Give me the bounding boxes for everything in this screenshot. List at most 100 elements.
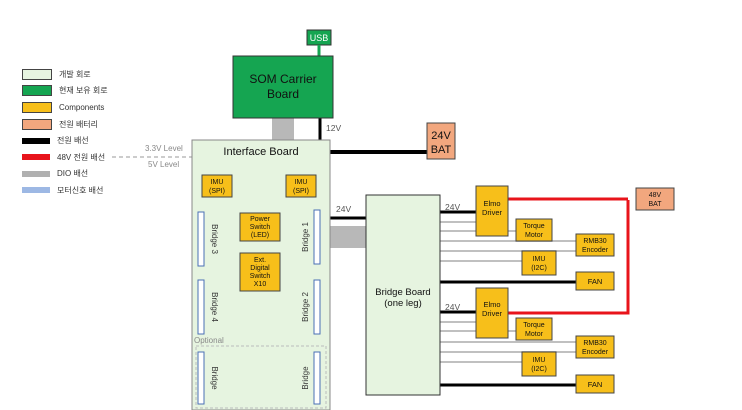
imu-i2c-1-line2: (I2C) bbox=[531, 265, 547, 272]
usb-label: USB bbox=[310, 33, 329, 43]
rmb-1-line1: RMB30 bbox=[583, 238, 606, 245]
rmb-2-line2: Encoder bbox=[582, 349, 609, 356]
legend-item-48v-wire: 48V 전원 배선 bbox=[22, 149, 108, 166]
optional-region bbox=[195, 345, 327, 409]
imu-spi-1-line1: IMU bbox=[211, 179, 224, 186]
bridge-4-label: Bridge 4 bbox=[210, 292, 219, 322]
som-label-line2: Board bbox=[267, 87, 299, 101]
imu-spi-2-line2: (SPI) bbox=[293, 188, 309, 195]
red-48v-wire-bottom bbox=[508, 200, 630, 315]
legend-swatch bbox=[22, 85, 52, 97]
legend-item-dev-circuit: 개발 회로 bbox=[22, 66, 108, 83]
legend-swatch bbox=[22, 170, 50, 177]
ext-digital-switch-box bbox=[239, 252, 281, 292]
bridge-board bbox=[365, 194, 441, 396]
label-24v-elmo-1: 24V bbox=[445, 202, 460, 212]
battery-48v bbox=[635, 187, 675, 211]
legend-item-power-wire: 전원 배선 bbox=[22, 132, 108, 149]
legend-label: 전원 배터리 bbox=[59, 119, 99, 129]
legend-swatch bbox=[22, 101, 52, 113]
legend-label: 현재 보유 회로 bbox=[59, 86, 108, 96]
imu-spi-box-1 bbox=[201, 174, 233, 198]
legend-label: Components bbox=[59, 102, 105, 112]
legend-swatch bbox=[22, 118, 52, 130]
label-24v-elmo-2: 24V bbox=[445, 302, 460, 312]
bridge-board-line2: (one leg) bbox=[384, 298, 422, 309]
bat48-line1: 48V bbox=[649, 192, 662, 199]
legend-item-dio-wire: DIO 배선 bbox=[22, 166, 108, 183]
legend-item-motor-signal-wire: 모터신호 배선 bbox=[22, 182, 108, 199]
bat24-line1: 24V bbox=[431, 130, 451, 142]
fan-2-label: FAN bbox=[588, 380, 603, 389]
bat48-line2: BAT bbox=[648, 201, 662, 208]
bridge-opt-right-label: Bridge bbox=[301, 366, 310, 390]
battery-24v bbox=[426, 122, 456, 160]
rmb-1-line2: Encoder bbox=[582, 247, 609, 254]
imu-i2c-box-2 bbox=[521, 351, 557, 377]
imu-i2c-2-line1: IMU bbox=[533, 357, 546, 364]
elmo-driver-2 bbox=[475, 287, 509, 339]
torque-1-line2: Motor bbox=[525, 232, 544, 239]
legend-swatch bbox=[22, 68, 52, 80]
bridge-4-connector bbox=[197, 279, 205, 335]
bridge-3-connector bbox=[197, 211, 205, 267]
ext-line1: Ext. bbox=[254, 257, 266, 264]
legend-swatch bbox=[22, 154, 50, 161]
imu-i2c-1-line1: IMU bbox=[533, 256, 546, 263]
torque-1-line1: Torque bbox=[523, 223, 545, 230]
fan-box-1 bbox=[575, 271, 615, 291]
bridge-3-label: Bridge 3 bbox=[210, 224, 219, 254]
label-24v-bridge1: 24V bbox=[336, 204, 351, 214]
legend-swatch bbox=[22, 137, 50, 144]
bridge-2-label: Bridge 2 bbox=[301, 292, 310, 322]
legend-item-current-circuit: 현재 보유 회로 bbox=[22, 83, 108, 100]
elmo-driver-1 bbox=[475, 185, 509, 237]
elmo-2-line2: Driver bbox=[482, 309, 503, 318]
dio-wire-som-interface bbox=[272, 118, 294, 140]
bridge-1-connector bbox=[313, 209, 321, 265]
legend-label: 전원 배선 bbox=[57, 136, 89, 146]
legend-swatch bbox=[22, 187, 50, 194]
elmo-1-line2: Driver bbox=[482, 208, 503, 217]
optional-label: Optional bbox=[194, 336, 224, 345]
ext-line2: Digital bbox=[250, 265, 270, 272]
elmo-1-line1: Elmo bbox=[483, 199, 500, 208]
imu-i2c-box-1 bbox=[521, 250, 557, 276]
som-label-line1: SOM Carrier bbox=[249, 72, 316, 86]
level-5v-label: 5V Level bbox=[148, 160, 179, 169]
bridge-opt-left-connector bbox=[197, 351, 205, 405]
som-carrier-board bbox=[232, 55, 334, 119]
bridge-1-label: Bridge 1 bbox=[301, 222, 310, 252]
bridge-opt-left-label: Bridge bbox=[210, 366, 219, 390]
legend-label: 48V 전원 배선 bbox=[57, 152, 106, 162]
bridge-2-connector bbox=[313, 279, 321, 335]
fan-box-2 bbox=[575, 374, 615, 394]
bat24-line2: BAT bbox=[431, 144, 452, 156]
imu-i2c-2-line2: (I2C) bbox=[531, 366, 547, 373]
torque-2-line2: Motor bbox=[525, 331, 544, 338]
legend: 개발 회로 현재 보유 회로 Components 전원 배터리 전원 배선 4… bbox=[22, 66, 108, 199]
legend-item-battery: 전원 배터리 bbox=[22, 116, 108, 133]
power-switch-line2: Switch bbox=[250, 224, 271, 231]
imu-spi-1-line2: (SPI) bbox=[209, 188, 225, 195]
torque-motor-2 bbox=[515, 317, 553, 341]
bridge-opt-right-connector bbox=[313, 351, 321, 405]
fan-1-label: FAN bbox=[588, 277, 603, 286]
torque-motor-1 bbox=[515, 218, 553, 242]
power-switch-box bbox=[239, 212, 281, 242]
elmo-2-line1: Elmo bbox=[483, 300, 500, 309]
torque-2-line1: Torque bbox=[523, 322, 545, 329]
rmb30-encoder-2 bbox=[575, 335, 615, 359]
rmb30-encoder-1 bbox=[575, 233, 615, 257]
label-12v: 12V bbox=[326, 123, 341, 133]
bridge-board-line1: Bridge Board bbox=[375, 287, 430, 298]
imu-spi-box-2 bbox=[285, 174, 317, 198]
legend-item-components: Components bbox=[22, 99, 108, 116]
legend-label: 모터신호 배선 bbox=[57, 185, 104, 195]
power-switch-line1: Power bbox=[250, 216, 271, 223]
interface-board-label: Interface Board bbox=[223, 146, 298, 158]
rmb-2-line1: RMB30 bbox=[583, 340, 606, 347]
power-switch-line3: (LED) bbox=[251, 232, 269, 239]
imu-spi-2-line1: IMU bbox=[295, 179, 308, 186]
